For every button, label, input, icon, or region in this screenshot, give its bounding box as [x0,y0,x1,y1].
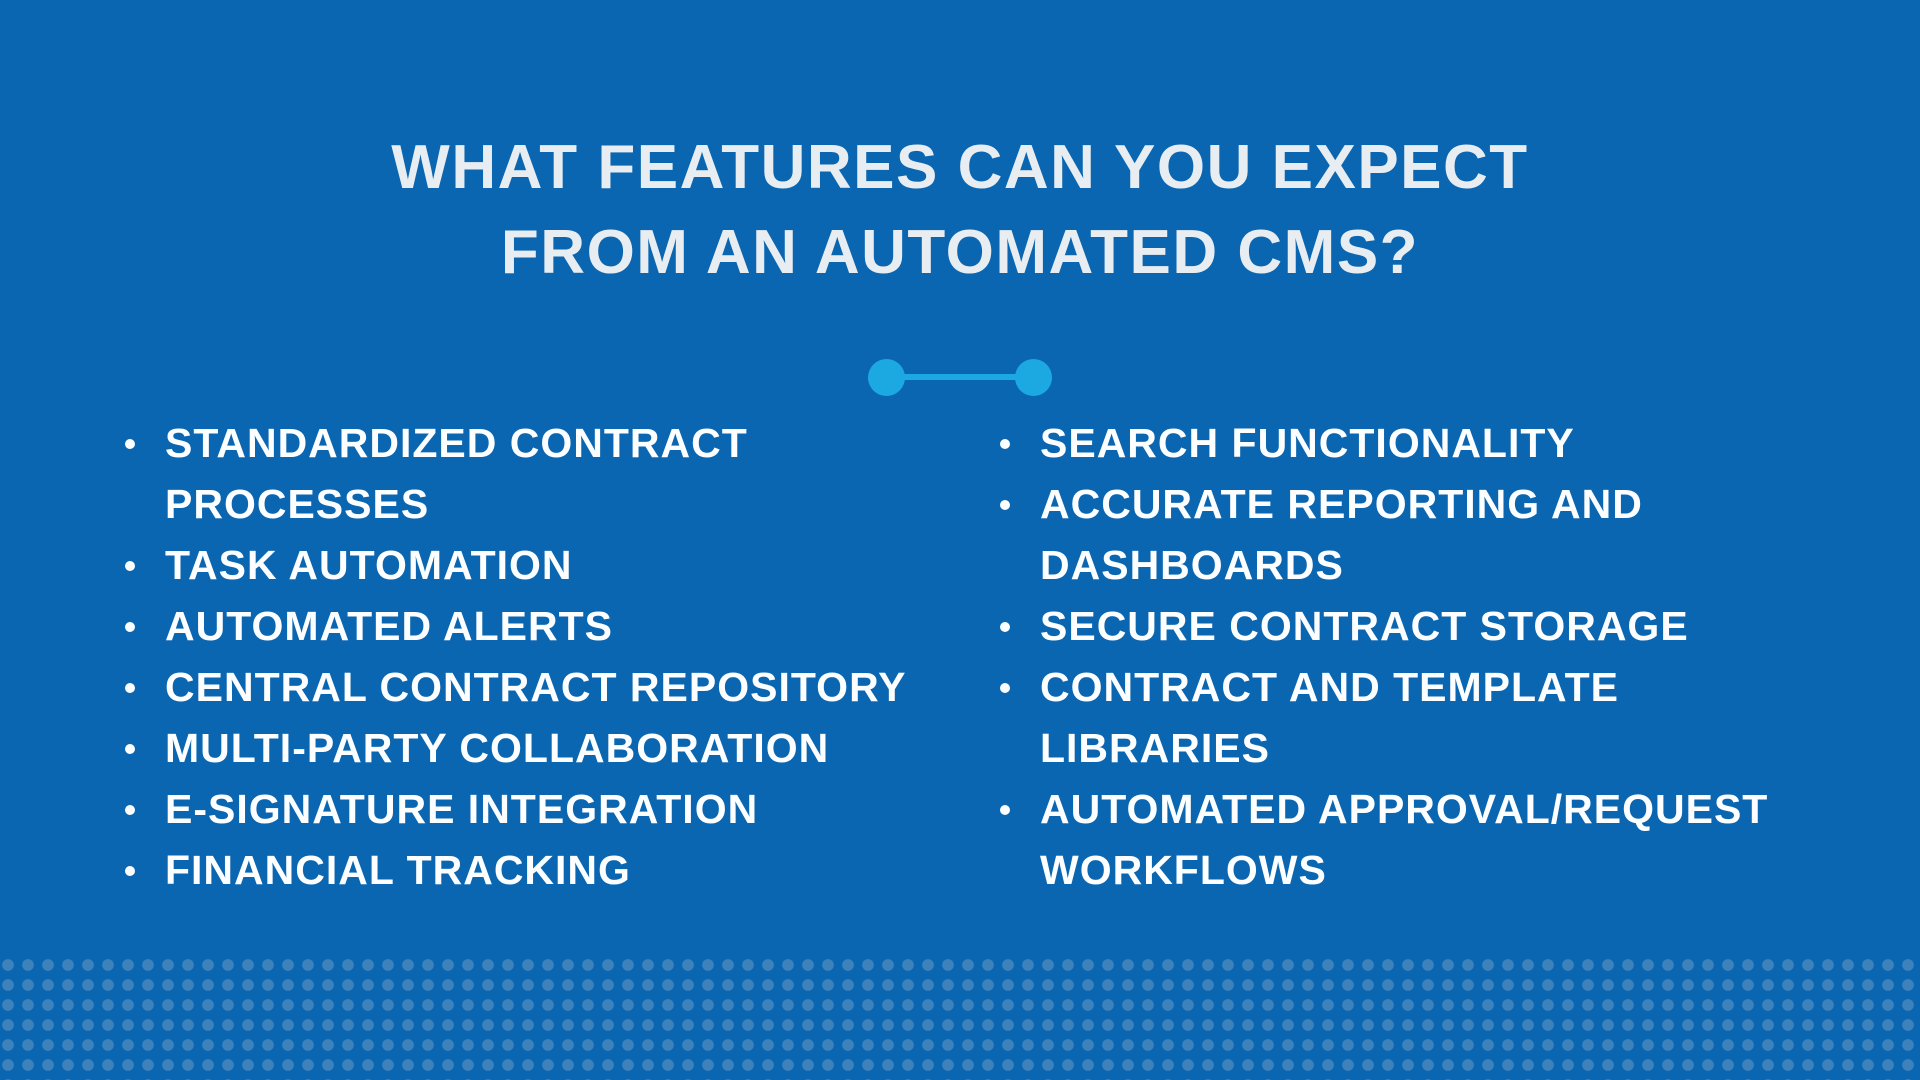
title-divider [0,358,1920,396]
divider-connector-line [904,374,1016,380]
feature-label: CENTRAL CONTRACT REPOSITORY [165,664,907,710]
bullet-dot-icon [125,683,135,693]
feature-label: CONTRACT AND TEMPLATE LIBRARIES [1040,664,1620,771]
feature-item: STANDARDIZED CONTRACT PROCESSES [125,413,1000,535]
bullet-dot-icon [125,561,135,571]
feature-label: STANDARDIZED CONTRACT PROCESSES [165,420,748,527]
feature-label: TASK AUTOMATION [165,542,573,588]
feature-label: E-SIGNATURE INTEGRATION [165,786,759,832]
feature-item: MULTI-PARTY COLLABORATION [125,718,1000,779]
bullet-dot-icon [1000,439,1010,449]
feature-label: AUTOMATED ALERTS [165,603,614,649]
bullet-dot-icon [1000,805,1010,815]
bullet-dot-icon [1000,500,1010,510]
feature-item: E-SIGNATURE INTEGRATION [125,779,1000,840]
bullet-dot-icon [125,439,135,449]
feature-label: FINANCIAL TRACKING [165,847,631,893]
features-section: STANDARDIZED CONTRACT PROCESSES TASK AUT… [0,413,1920,901]
feature-item: AUTOMATED ALERTS [125,596,1000,657]
feature-item: AUTOMATED APPROVAL/REQUEST WORKFLOWS [1000,779,1900,901]
bullet-dot-icon [125,866,135,876]
feature-label: SEARCH FUNCTIONALITY [1040,420,1575,466]
features-column-left: STANDARDIZED CONTRACT PROCESSES TASK AUT… [125,413,1000,901]
features-column-right: SEARCH FUNCTIONALITY ACCURATE REPORTING … [1000,413,1900,901]
bullet-dot-icon [1000,683,1010,693]
bullet-dot-icon [125,805,135,815]
title-line-1: WHAT FEATURES CAN YOU EXPECT [391,133,1529,202]
bullet-dot-icon [125,622,135,632]
feature-item: SEARCH FUNCTIONALITY [1000,413,1900,474]
divider-left-dot-icon [868,358,905,396]
footer-dot-grid-pattern [0,955,1920,1080]
feature-item: CONTRACT AND TEMPLATE LIBRARIES [1000,657,1900,779]
feature-label: AUTOMATED APPROVAL/REQUEST WORKFLOWS [1040,786,1769,893]
feature-item: FINANCIAL TRACKING [125,840,1000,901]
feature-label: SECURE CONTRACT STORAGE [1040,603,1689,649]
feature-item: SECURE CONTRACT STORAGE [1000,596,1900,657]
page-title: WHAT FEATURES CAN YOU EXPECT FROM AN AUT… [0,125,1920,295]
divider-right-dot-icon [1015,358,1052,396]
title-line-2: FROM AN AUTOMATED CMS? [500,218,1420,287]
feature-item: ACCURATE REPORTING AND DASHBOARDS [1000,474,1900,596]
feature-label: MULTI-PARTY COLLABORATION [165,725,830,771]
feature-item: CENTRAL CONTRACT REPOSITORY [125,657,1000,718]
feature-label: ACCURATE REPORTING AND DASHBOARDS [1040,481,1643,588]
feature-item: TASK AUTOMATION [125,535,1000,596]
bullet-dot-icon [125,744,135,754]
bullet-dot-icon [1000,622,1010,632]
